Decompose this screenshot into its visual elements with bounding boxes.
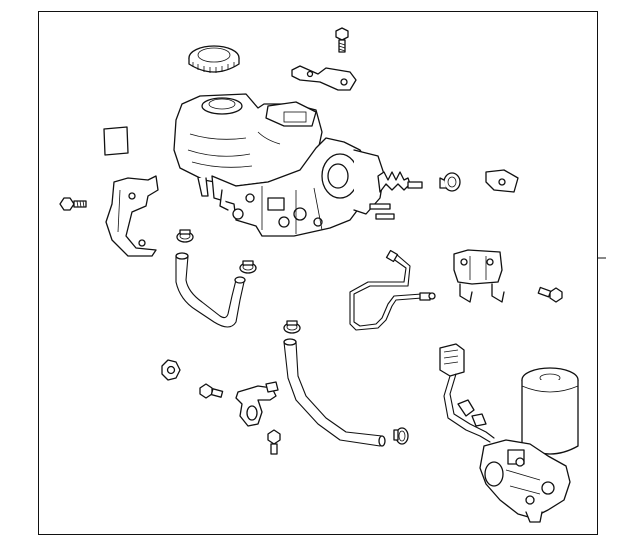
hose-clamp-lower[interactable] (283, 320, 301, 334)
wiring-connector[interactable] (439, 343, 495, 443)
upper-bolt[interactable] (335, 27, 349, 53)
vacuum-hose-lower[interactable] (283, 338, 386, 447)
hose-clamp-upper[interactable] (176, 229, 194, 243)
hose-clamp-bottom[interactable] (393, 427, 409, 445)
small-bottom-bolt[interactable] (267, 429, 281, 455)
nut[interactable] (161, 359, 181, 381)
grommet[interactable] (439, 172, 461, 192)
mounting-bracket-right[interactable] (453, 249, 505, 303)
sensor-bracket[interactable] (235, 381, 279, 427)
pump-motor-assembly[interactable] (479, 367, 579, 523)
hose-clamp-middle[interactable] (239, 260, 257, 274)
gasket[interactable] (103, 126, 129, 156)
right-bolt[interactable] (537, 286, 563, 303)
master-cylinder-booster-assembly[interactable] (173, 93, 423, 237)
left-bolt[interactable] (59, 197, 87, 211)
small-bracket[interactable] (485, 169, 519, 193)
brake-line[interactable] (349, 249, 436, 331)
reservoir-cap[interactable] (188, 45, 240, 73)
upper-bracket[interactable] (291, 65, 357, 91)
vacuum-hose-left[interactable] (175, 252, 246, 328)
left-bracket[interactable] (105, 175, 159, 257)
bottom-bolt[interactable] (199, 383, 224, 399)
